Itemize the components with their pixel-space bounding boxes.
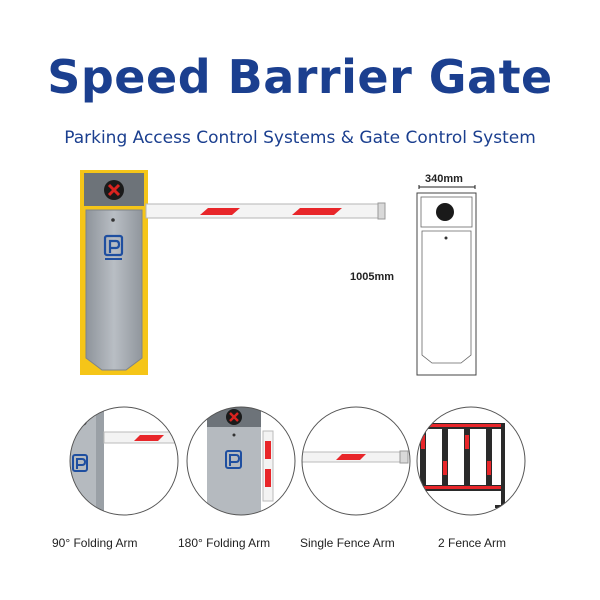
parking-logo-icon	[225, 450, 242, 469]
side-view-drawing	[415, 185, 480, 384]
variant-label-single-fence-arm: Single Fence Arm	[300, 536, 395, 550]
signal-light-icon	[436, 203, 454, 221]
variant-180-folding-arm	[185, 405, 296, 516]
page-title: Speed Barrier Gate	[47, 50, 553, 104]
width-dimension-label: 340mm	[425, 173, 463, 185]
variant-label-2-fence-arm: 2 Fence Arm	[438, 536, 507, 550]
parking-logo-icon	[103, 234, 124, 260]
variant-2-fence-arm	[415, 405, 526, 516]
variant-90-folding-arm	[68, 405, 179, 516]
height-dimension-label: 1005mm	[350, 271, 395, 283]
variant-single-fence-arm	[300, 405, 411, 516]
stop-signal-icon	[104, 180, 124, 200]
variant-label-180-folding-arm: 180° Folding Arm	[178, 536, 271, 550]
barrier-arm	[145, 202, 386, 220]
variant-label-90-folding-arm: 90° Folding Arm	[52, 536, 138, 550]
page-subtitle: Parking Access Control Systems & Gate Co…	[64, 128, 536, 148]
parking-logo-icon	[72, 454, 88, 472]
barrier-gate-illustration	[80, 170, 390, 382]
